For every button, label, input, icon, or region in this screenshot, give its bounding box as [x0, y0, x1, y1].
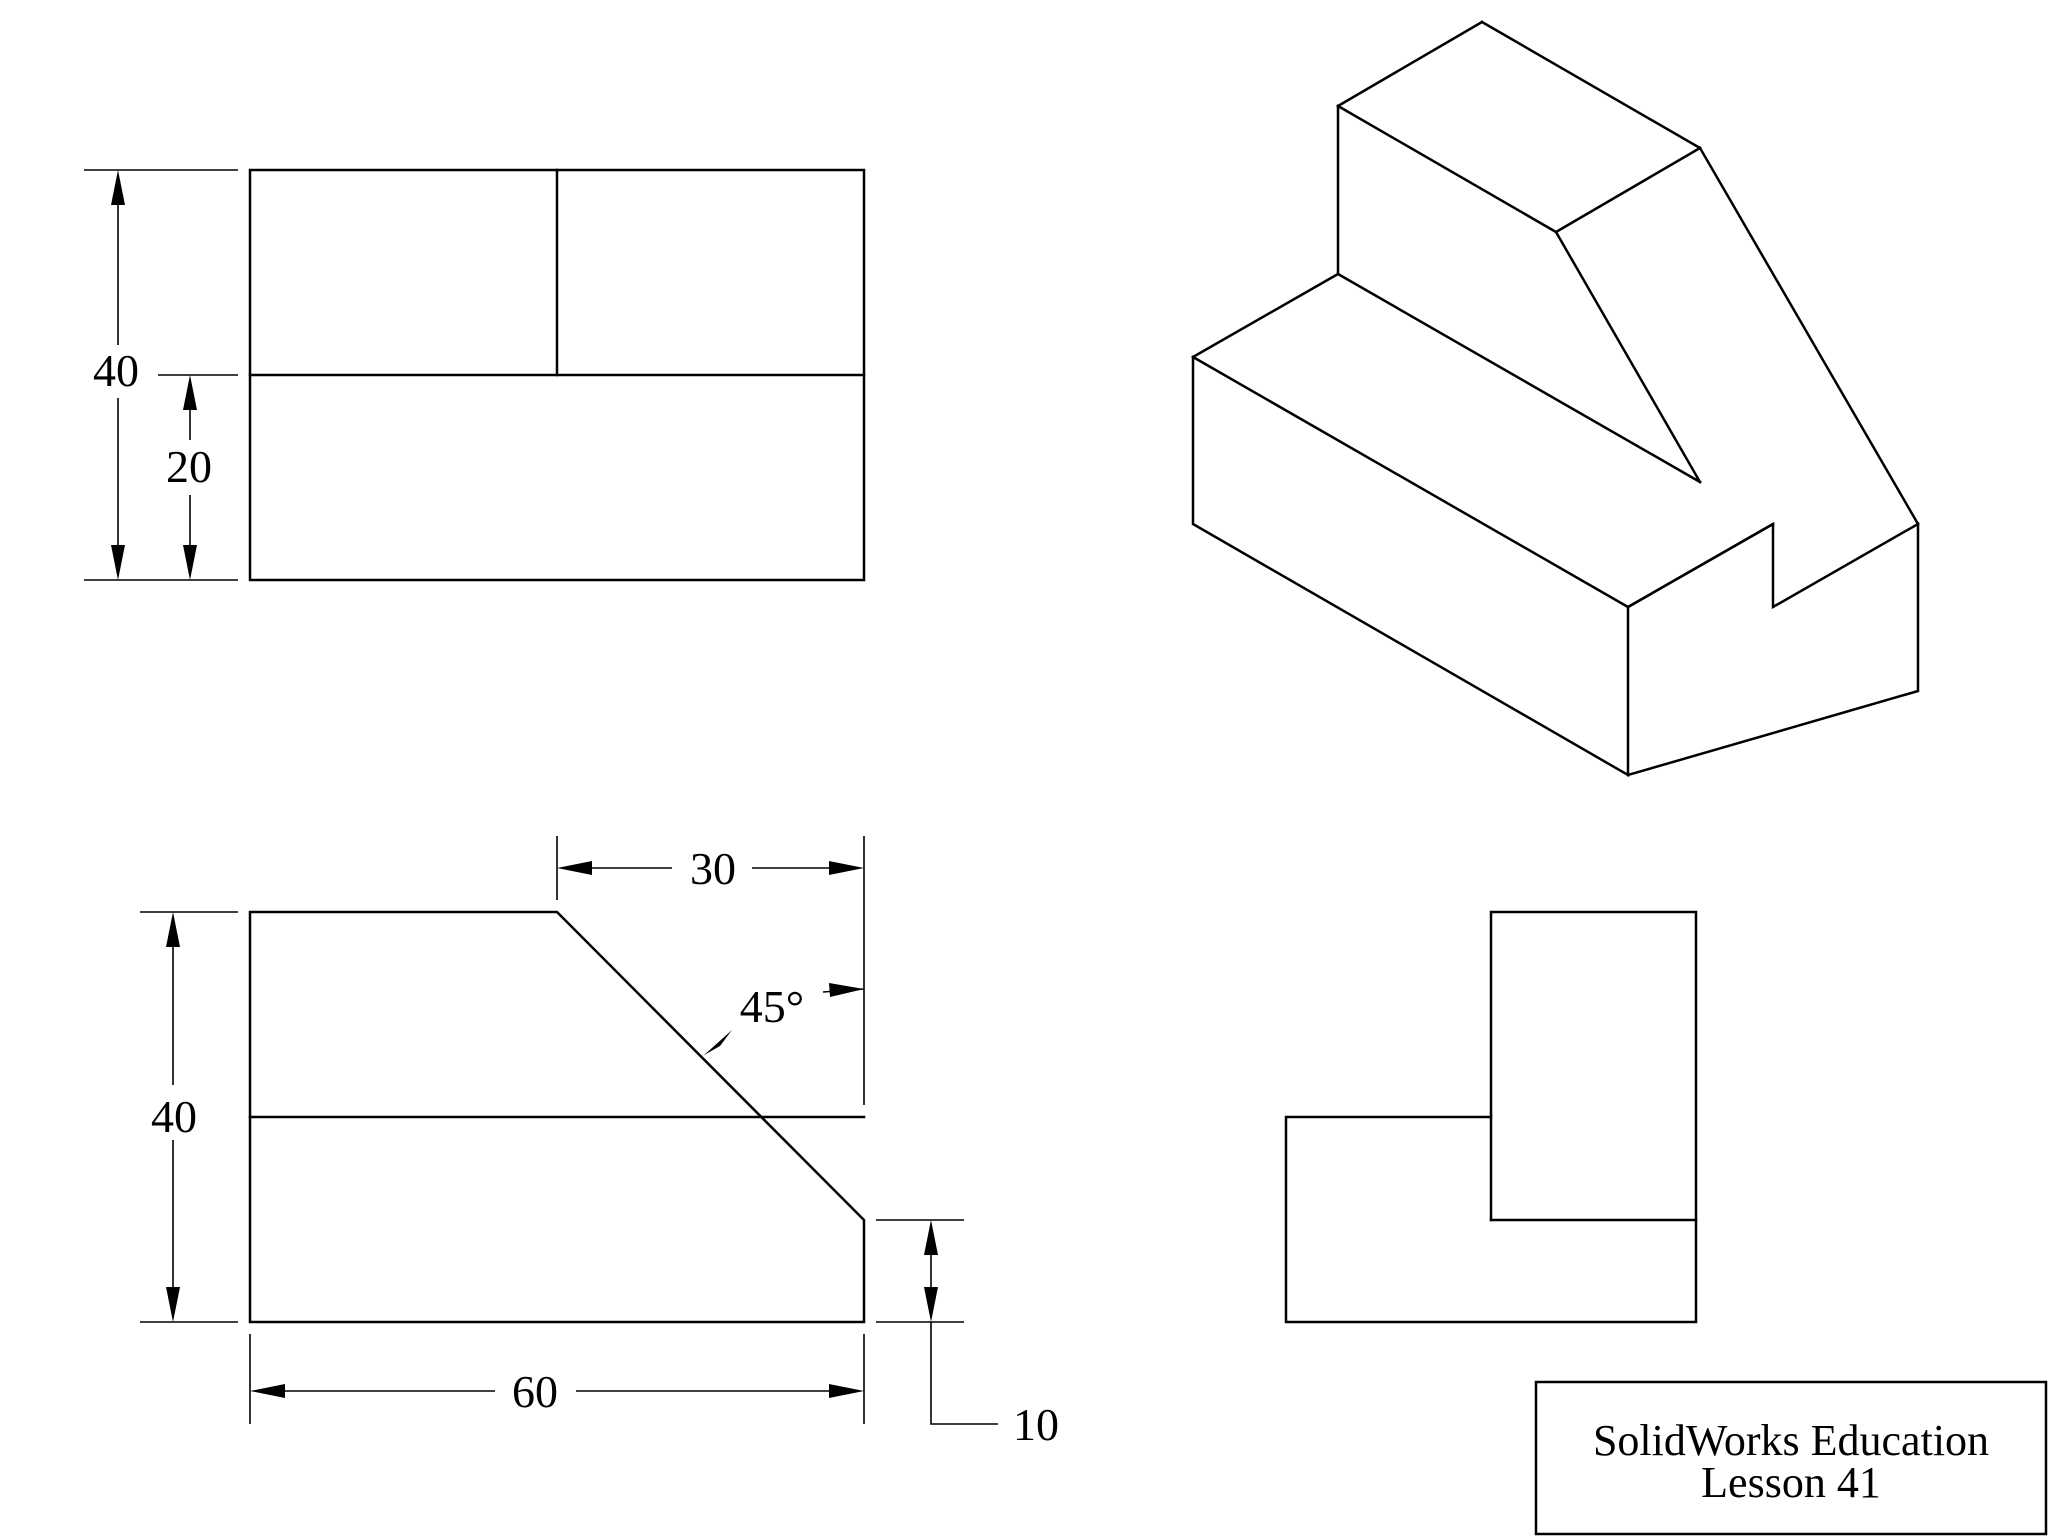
top-view — [248, 168, 866, 582]
arrow-head — [183, 375, 197, 410]
side-view — [1284, 910, 1698, 1324]
arrow-head — [166, 1287, 180, 1322]
title-block-border — [1534, 1380, 2048, 1536]
dim-chamfer-offset: 10 — [876, 1219, 1059, 1450]
dim-top-view-step: 20 — [158, 374, 238, 580]
dim-chamfer-angle: 45° — [703, 981, 865, 1056]
dim-front-view-width: 60 — [249, 1334, 865, 1424]
front-view-outline — [248, 910, 866, 1324]
arrow-head — [829, 983, 864, 997]
arrow-head — [111, 545, 125, 580]
arrow-head — [250, 1384, 285, 1398]
arrow-head — [924, 1220, 938, 1255]
title-block-line-2: Lesson 41 — [1701, 1458, 1881, 1507]
dim-label-chamfer-angle: 45° — [740, 981, 804, 1032]
dim-front-view-height: 40 — [140, 911, 238, 1323]
front-view-hidden-line — [760, 1116, 865, 1221]
dim-label-chamfer-offset: 10 — [1013, 1399, 1059, 1450]
arrow-head — [829, 861, 864, 875]
dim-label-top-height: 40 — [93, 345, 139, 396]
dim-label-front-height: 40 — [151, 1091, 197, 1142]
title-block: SolidWorks Education Lesson 41 — [1534, 1380, 2048, 1536]
arrow-head — [166, 912, 180, 947]
dim-label-chamfer-width: 30 — [690, 843, 736, 894]
dim-label-top-step: 20 — [166, 441, 212, 492]
dim-chamfer-width: 30 — [556, 836, 865, 1105]
title-block-line-1: SolidWorks Education — [1593, 1416, 1989, 1465]
arrow-head — [183, 545, 197, 580]
front-view — [248, 910, 866, 1324]
isometric-view — [1191, 20, 1920, 778]
arrow-head — [111, 170, 125, 205]
arrow-head — [924, 1287, 938, 1322]
arrow-head — [829, 1384, 864, 1398]
arrow-head — [703, 1030, 732, 1056]
dim-top-view-height: 40 — [84, 169, 238, 581]
arrow-head — [557, 861, 592, 875]
dim-label-front-width: 60 — [512, 1366, 558, 1417]
